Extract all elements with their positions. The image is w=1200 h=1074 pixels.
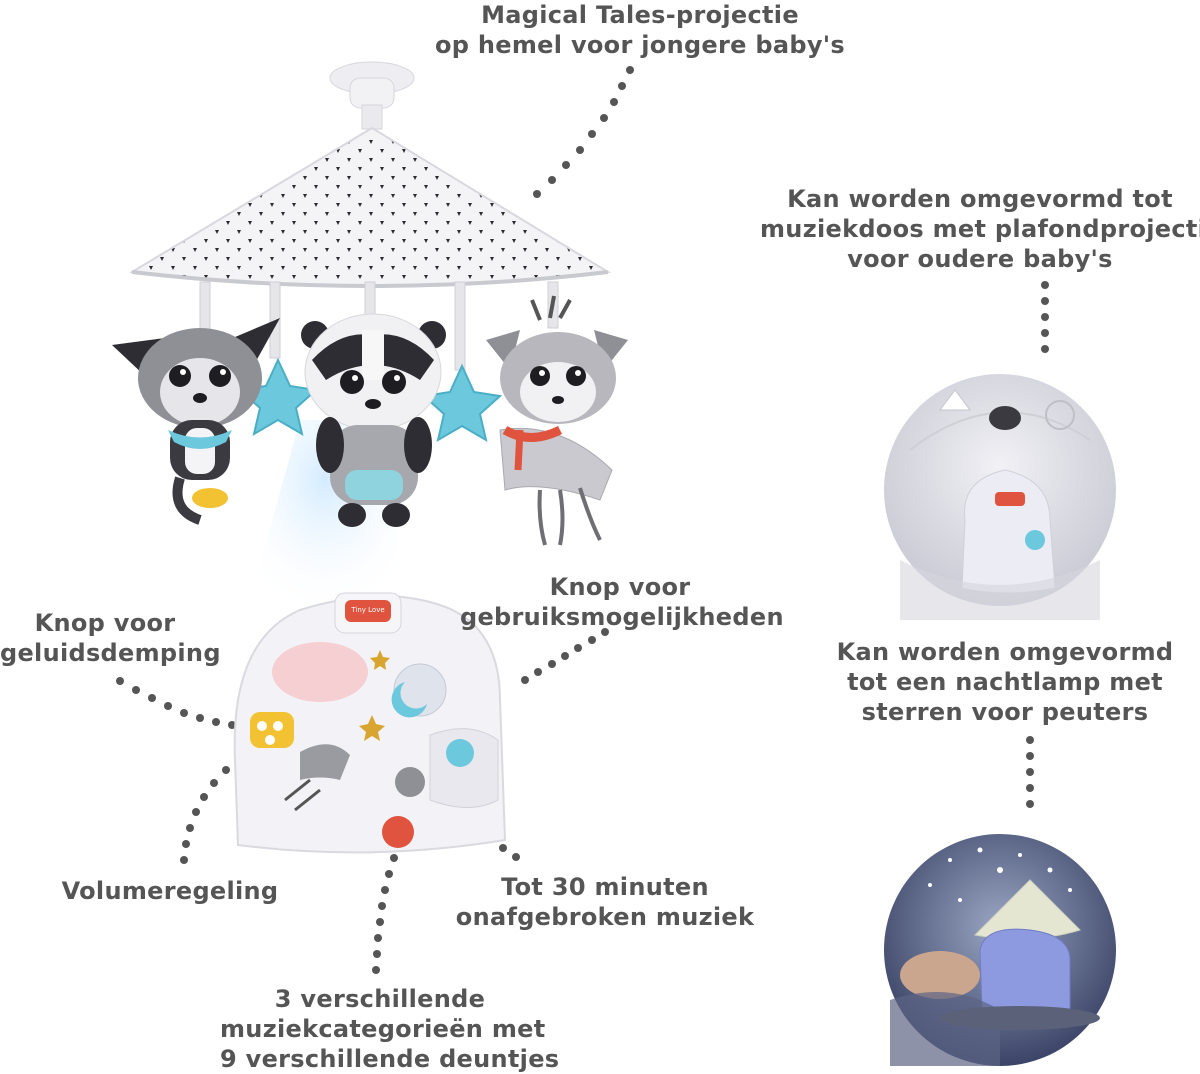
- caption-line: voor oudere baby's: [847, 245, 1113, 273]
- leader-music: [372, 854, 398, 974]
- caption-musicbox: Kan worden omgevormd tot muziekdoos met …: [760, 184, 1200, 274]
- caption-line: tot een nachtlamp met: [847, 668, 1163, 696]
- caption-timer: Tot 30 minuten onafgebroken muziek: [455, 872, 755, 932]
- caption-line: Kan worden omgevormd: [836, 638, 1174, 666]
- caption-line: geluidsdemping: [0, 639, 221, 667]
- canopy: [128, 126, 611, 288]
- ceiling-mount: [329, 61, 415, 130]
- caption-line: onafgebroken muziek: [455, 903, 755, 931]
- caption-volume: Volumeregeling: [55, 876, 285, 906]
- caption-mute-button: Knop voor geluidsdemping: [0, 608, 221, 668]
- leader-musicbox: [1041, 281, 1049, 353]
- caption-line: Volumeregeling: [61, 877, 279, 905]
- caption-line: Knop voor: [34, 609, 176, 637]
- caption-nightlight: Kan worden omgevormd tot een nachtlamp m…: [830, 637, 1180, 727]
- leader-modes: [521, 628, 609, 684]
- caption-line: Tot 30 minuten: [501, 873, 709, 901]
- brand-logo: Tiny Love: [351, 606, 385, 614]
- caption-line: Knop voor: [549, 573, 691, 601]
- musicbox-mode-photo: [884, 374, 1116, 620]
- nightlight-mode-photo: [884, 834, 1116, 1066]
- caption-line: muziekdoos met plafondprojectie: [760, 215, 1200, 243]
- caption-line: 9 verschillende deuntjes: [220, 1045, 560, 1073]
- caption-line: gebruiksmogelijkheden: [460, 603, 784, 631]
- caption-line: 3 verschillende: [274, 985, 486, 1013]
- fox-toy: [112, 318, 280, 525]
- caption-line: muziekcategorieën met: [220, 1015, 546, 1043]
- caption-line: op hemel voor jongere baby's: [434, 31, 846, 59]
- caption-line: sterren voor peuters: [861, 698, 1149, 726]
- leader-mute: [116, 677, 252, 732]
- badger-toy: [301, 313, 446, 527]
- caption-music: 3 verschillende muziekcategorieën met 9 …: [220, 984, 560, 1074]
- music-box: [233, 592, 507, 854]
- caption-line: Magical Tales-projectie: [481, 1, 799, 29]
- deer-toy: [486, 295, 628, 546]
- caption-modes-button: Knop voor gebruiksmogelijkheden: [460, 572, 784, 632]
- leader-projection: [533, 66, 634, 198]
- leader-nightlight: [1026, 736, 1034, 808]
- caption-line: Kan worden omgevormd tot: [787, 185, 1173, 213]
- leader-lines: [116, 66, 1049, 974]
- caption-projection: Magical Tales-projectie op hemel voor jo…: [430, 0, 850, 60]
